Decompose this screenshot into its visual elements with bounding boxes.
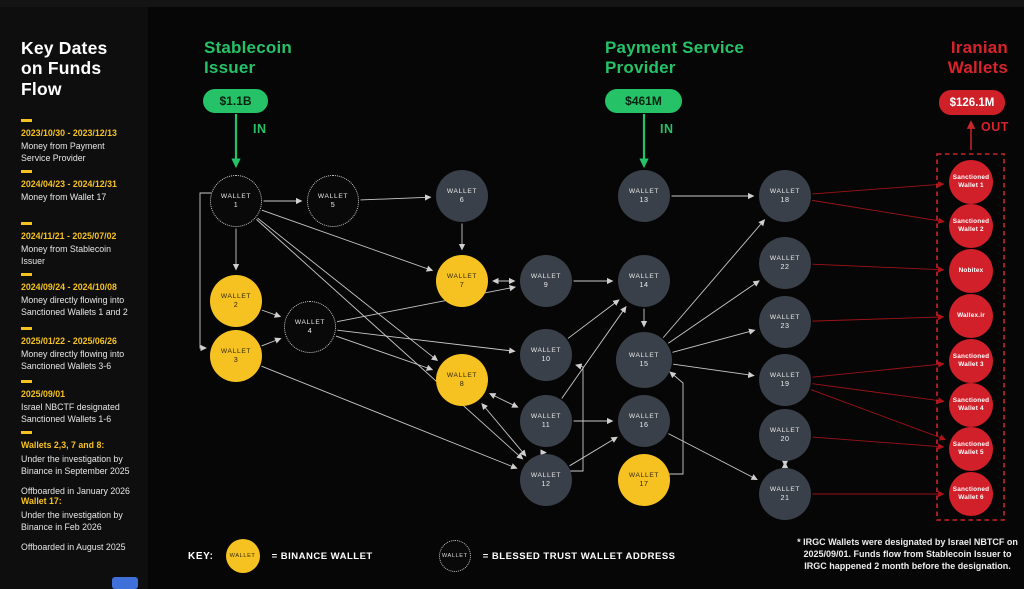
flow-edge-w3-w4 [261, 337, 282, 347]
flow-edge-w4-w10 [337, 329, 516, 354]
note-paragraph: Offboarded in January 2026 [21, 486, 130, 497]
iranian-out-label: OUT [981, 120, 1009, 134]
legend: KEY: WALLET = BINANCE WALLET WALLET = BL… [188, 532, 676, 580]
flow-edge-w8-w11 [489, 393, 519, 408]
entry-dash [21, 222, 32, 225]
note-heading: Wallets 2,3, 7 and 8: [21, 440, 105, 450]
flow-edge-w1-w7 [261, 209, 434, 272]
entry-text: Israel NBCTF designated Sanctioned Walle… [21, 402, 120, 424]
investigation-note: Wallet 17: Under the investigation by Bin… [21, 496, 141, 554]
note-paragraph: Under the investigation by Binance in Se… [21, 454, 130, 476]
entry-date: 2024/04/23 - 2024/12/31 [21, 179, 117, 189]
entry-dash [21, 119, 32, 122]
flow-edge-w18-s2 [812, 199, 945, 224]
flow-edge-w10-w14 [567, 299, 620, 339]
flow-edge-w15-w22 [668, 280, 760, 344]
flow-edge-w19-s3 [812, 361, 945, 378]
entry-dash [21, 380, 32, 383]
entry-text: Money from Wallet 17 [21, 192, 107, 202]
flow-edge-w11-w14 [561, 306, 627, 399]
entry-text: Money from Payment Service Provider [21, 141, 105, 163]
footnote: * IRGC Wallets were designated by Israel… [797, 537, 1018, 571]
blessed-trust-swatch: WALLET [438, 540, 471, 572]
entry-dash [21, 273, 32, 276]
flow-edge-w22-nb [812, 263, 945, 273]
legend-circle-text: WALLET [441, 553, 468, 559]
entry-text: Money directly flowing into Sanctioned W… [21, 295, 128, 317]
flow-edge-w8-w12 [481, 403, 527, 457]
sidebar-title: Key Dates on Funds Flow [21, 38, 108, 99]
entry-dash [21, 170, 32, 173]
flow-edge-w4-w9 [336, 284, 517, 323]
flow-edge-w19-s4 [812, 383, 945, 404]
entry-date: 2025/09/01 [21, 389, 66, 399]
flow-edge-w15-w23 [672, 328, 756, 353]
blue-badge [112, 577, 138, 589]
entry-date: 2024/11/21 - 2025/07/02 [21, 231, 117, 241]
flow-edge-w20-s5 [812, 436, 945, 450]
flow-edge-w2-w4 [261, 309, 282, 318]
note-heading: Wallet 17: [21, 496, 62, 506]
flow-edge-w23-wx [812, 313, 945, 322]
entry-date: 2025/01/22 - 2025/06/26 [21, 336, 117, 346]
investigation-note: Wallets 2,3, 7 and 8: Under the investiga… [21, 431, 141, 498]
flow-edge-w12-w16 [569, 436, 618, 467]
legend-circle-text: WALLET [229, 553, 256, 559]
entry-dash [21, 431, 32, 434]
legend-binance-text: = BINANCE WALLET [271, 550, 373, 562]
flow-edge-w15-w18 [662, 219, 766, 338]
note-paragraph: Offboarded in August 2025 [21, 542, 126, 553]
flow-edge-w5-w6 [360, 194, 432, 201]
stablecoin-issuer-title: Stablecoin Issuer [204, 38, 292, 78]
iranian-wallets-title: Iranian Wallets [947, 38, 1008, 78]
flow-edge-w1-w3 [199, 192, 212, 352]
psp-in-label: IN [660, 122, 674, 136]
legend-blessed-text: = BLESSED TRUST WALLET ADDRESS [482, 550, 676, 562]
flow-edge-w3-w12 [261, 365, 518, 470]
flow-edge-w12-w10 [568, 363, 584, 472]
flow-edge-w19-s5 [810, 389, 947, 441]
legend-key-label: KEY: [188, 550, 214, 562]
entry-dash [21, 327, 32, 330]
sidebar-key-dates: Key Dates on Funds Flow 2023/10/30 - 202… [0, 7, 148, 589]
psp-amount-pill: $461M [605, 89, 682, 113]
flow-edge-w4-w8 [335, 335, 434, 371]
flow-edge-w1-w8 [257, 217, 439, 362]
flow-edge-w15-w19 [673, 363, 755, 378]
flow-edge-w18-s1 [812, 181, 945, 195]
flow-edge-w16-w21 [668, 433, 758, 480]
stablecoin-in-label: IN [253, 122, 267, 136]
note-paragraph: Under the investigation by Binance in Fe… [21, 510, 123, 532]
entry-date: 2024/09/24 - 2024/10/08 [21, 282, 117, 292]
entry-text: Money from Stablecoin Issuer [21, 244, 111, 266]
iranian-amount-pill: $126.1M [939, 90, 1005, 115]
flow-edge-w17-w15 [666, 371, 684, 475]
psp-title: Payment Service Provider [605, 38, 745, 78]
stablecoin-amount-pill: $1.1B [203, 89, 268, 113]
flow-edge-w1-w12 [256, 219, 524, 460]
top-strip [0, 0, 1024, 7]
sanctioned-wallets-box [936, 153, 1005, 521]
entry-date: 2023/10/30 - 2023/12/13 [21, 128, 117, 138]
binance-wallet-swatch: WALLET [225, 539, 260, 573]
entry-text: Money directly flowing into Sanctioned W… [21, 349, 125, 371]
